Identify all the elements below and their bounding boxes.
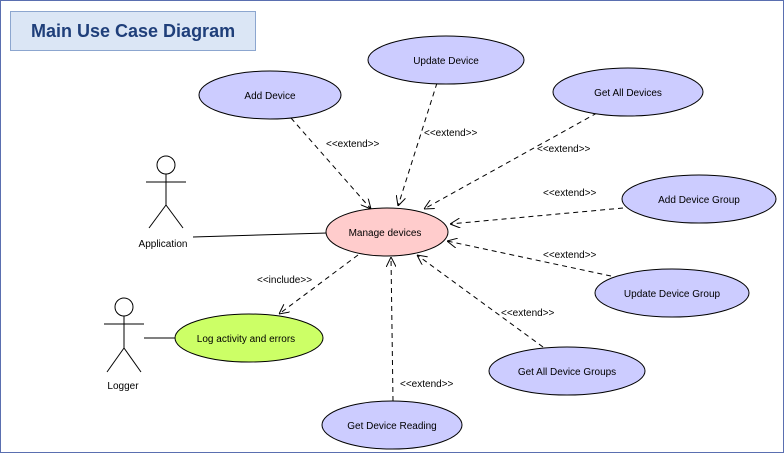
extend-update-device-line xyxy=(398,82,438,206)
use-case-log-activity[interactable]: Log activity and errors xyxy=(174,313,324,363)
use-case-add-device[interactable]: Add Device xyxy=(198,70,342,120)
extend-label-update-device-group: <<extend>> xyxy=(543,250,597,261)
use-case-update-device[interactable]: Update Device xyxy=(367,35,525,85)
extend-label-add-device: <<extend>> xyxy=(326,139,380,150)
actor-application-head xyxy=(156,155,176,175)
use-case-get-device-reading-label: Get Device Reading xyxy=(347,421,437,432)
use-case-get-all-devices-label: Get All Devices xyxy=(594,88,662,99)
use-case-log-activity-label: Log activity and errors xyxy=(197,334,295,345)
use-case-add-device-group-label: Add Device Group xyxy=(658,195,740,206)
extend-get-all-device-groups-line xyxy=(417,255,544,348)
diagram-title-box: Main Use Case Diagram xyxy=(10,11,256,51)
association-application xyxy=(192,232,328,238)
actor-application-label: Application xyxy=(139,239,188,250)
use-case-manage-devices-label: Manage devices xyxy=(349,228,422,239)
use-case-get-all-devices[interactable]: Get All Devices xyxy=(552,67,704,117)
use-case-add-device-group[interactable]: Add Device Group xyxy=(621,174,777,224)
use-case-update-device-label: Update Device xyxy=(413,56,479,67)
actor-logger[interactable] xyxy=(104,297,144,373)
actor-logger-head xyxy=(114,297,134,317)
include-label-log-activity: <<include>> xyxy=(257,275,312,286)
use-case-add-device-label: Add Device xyxy=(244,91,296,102)
actor-logger-label: Logger xyxy=(107,381,139,392)
extend-add-device-line xyxy=(290,117,371,209)
use-case-manage-devices[interactable]: Manage devices xyxy=(325,207,449,257)
extend-label-update-device: <<extend>> xyxy=(424,128,478,139)
diagram-title: Main Use Case Diagram xyxy=(31,21,236,41)
extend-get-device-reading-line xyxy=(391,257,393,402)
extend-get-all-devices-line xyxy=(424,112,598,209)
use-case-update-device-group[interactable]: Update Device Group xyxy=(594,268,750,318)
extend-label-get-all-devices: <<extend>> xyxy=(537,144,591,155)
extend-update-device-group-line xyxy=(447,241,612,277)
use-case-update-device-group-label: Update Device Group xyxy=(624,289,721,300)
extend-label-get-all-device-groups: <<extend>> xyxy=(501,308,555,319)
actor-application[interactable] xyxy=(146,155,186,229)
use-case-get-all-device-groups-label: Get All Device Groups xyxy=(518,367,616,378)
extend-label-get-device-reading: <<extend>> xyxy=(400,379,454,390)
extend-add-device-group-line xyxy=(450,207,624,224)
use-case-get-all-device-groups[interactable]: Get All Device Groups xyxy=(488,346,646,396)
include-log-activity-line xyxy=(279,254,359,314)
extend-label-add-device-group: <<extend>> xyxy=(543,188,597,199)
use-case-get-device-reading[interactable]: Get Device Reading xyxy=(321,400,463,450)
